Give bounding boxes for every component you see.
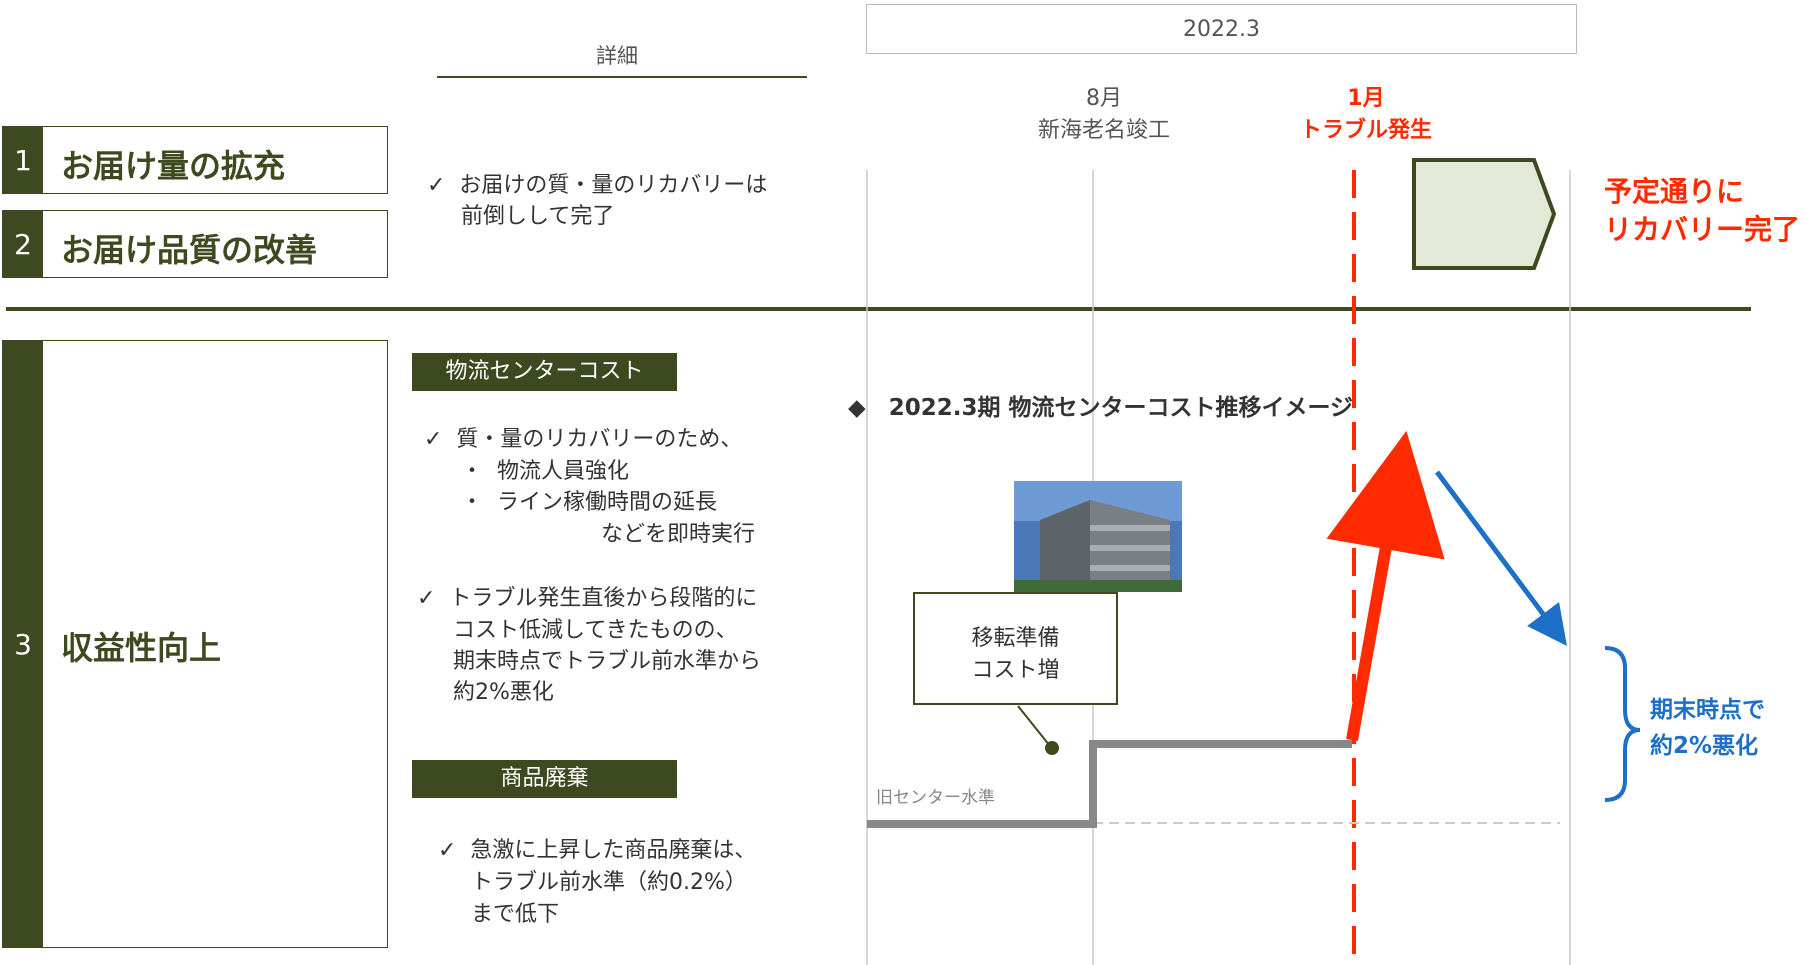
callout-box (913, 592, 1118, 705)
aug-month-label: 8月 (1086, 86, 1122, 111)
details-header-underline (437, 76, 807, 78)
tag-logistics-cost: 物流センターコスト (412, 353, 677, 391)
callout-text-line2: コスト増 (971, 658, 1060, 683)
cost-decline-arrow (1434, 470, 1567, 647)
baseline-label: 旧センター水準 (876, 788, 995, 808)
item-number-2: 2 (3, 211, 43, 277)
result-label-line2: リカバリー完了 (1604, 213, 1801, 246)
cost-bullet-line1: ✓ 質・量のリカバリーのため、 (424, 427, 743, 452)
item-box-3: 3 収益性向上 (2, 340, 388, 948)
details-header-label: 詳細 (596, 44, 638, 68)
callout-dot (1045, 741, 1059, 755)
chart-title: ◆ 2022.3期 物流センターコスト推移イメージ (848, 395, 1353, 421)
section1-bullet-line1: ✓ お届けの質・量のリカバリーは (427, 173, 768, 198)
jan-event-label: トラブル発生 (1299, 118, 1432, 143)
result-label-line1: 予定通りに (1604, 175, 1745, 208)
end-brace (1604, 646, 1641, 802)
tag-product-waste: 商品廃棄 (412, 760, 677, 798)
item-number-3: 3 (3, 341, 43, 947)
trouble-bullet-line3: 期末時点でトラブル前水準から (453, 649, 762, 674)
item-box-2: 2 お届け品質の改善 (2, 210, 388, 278)
section-divider (6, 307, 1751, 311)
item-box-1: 1 お届け量の拡充 (2, 126, 388, 194)
item-number-1: 1 (3, 127, 43, 193)
item-label-1: お届け量の拡充 (61, 147, 286, 185)
waste-bullet-line1: ✓ 急激に上昇した商品廃棄は、 (438, 838, 757, 863)
section1-bullet-line2: 前倒しして完了 (461, 204, 615, 229)
callout-text-line1: 移転準備 (971, 626, 1060, 651)
aug-event-label: 新海老名竣工 (1037, 118, 1170, 143)
item-label-2: お届け品質の改善 (61, 231, 318, 269)
waste-bullet-line2: トラブル前水準（約0.2%） (471, 870, 747, 895)
building-photo (1014, 481, 1182, 592)
trouble-bullet-line1: ✓ トラブル発生直後から段階的に (417, 586, 758, 611)
cost-rise-arrow (1326, 430, 1445, 742)
cost-step-line (867, 740, 1352, 828)
cost-bullet-line2: ・ 物流人員強化 (461, 459, 629, 484)
trouble-bullet-line2: コスト低減してきたものの、 (453, 618, 738, 643)
end-label-line1: 期末時点で (1650, 697, 1765, 723)
callout-connector (1017, 705, 1051, 747)
cost-bullet-line4: などを即時実行 (601, 522, 756, 547)
completion-arrow-shape (1412, 158, 1557, 270)
trouble-bullet-line4: 約2%悪化 (453, 680, 554, 705)
period-header: 2022.3 (866, 4, 1577, 54)
cost-bullet-line3: ・ ライン稼働時間の延長 (461, 490, 717, 515)
jan-month-label: 1月 (1347, 86, 1385, 111)
item-label-3: 収益性向上 (61, 629, 222, 667)
waste-bullet-line3: まで低下 (471, 902, 560, 927)
end-label-line2: 約2%悪化 (1650, 733, 1759, 759)
